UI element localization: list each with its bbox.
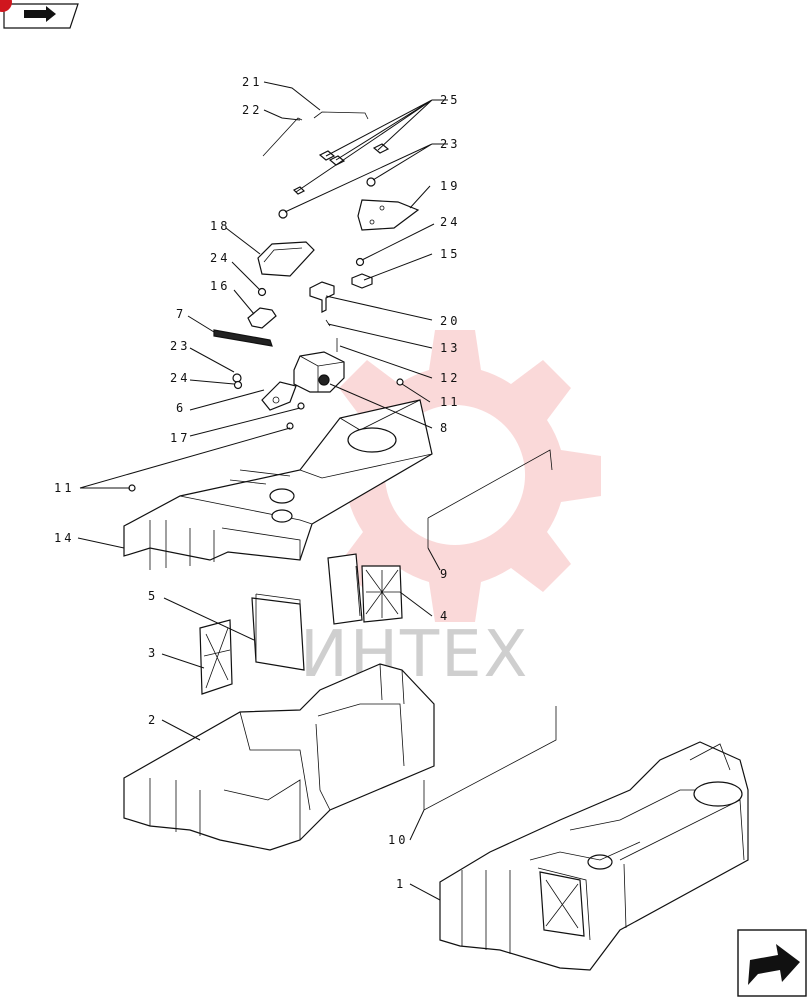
callout-16: 16	[210, 279, 230, 293]
callout-19: 19	[440, 179, 460, 193]
callout-24: 24	[440, 215, 460, 229]
callout-3: 3	[148, 646, 158, 660]
part-bracket-6	[261, 381, 297, 411]
callout-24: 24	[210, 251, 230, 265]
callout-1: 1	[396, 877, 406, 891]
part-strip-7	[213, 329, 273, 347]
callout-5: 5	[148, 589, 158, 603]
part-actuator-8	[293, 351, 345, 393]
next-page-arrow-icon[interactable]	[737, 929, 807, 997]
part-lever-16	[247, 307, 277, 329]
part-seal-10	[423, 706, 557, 811]
callout-17: 17	[170, 431, 190, 445]
callout-8: 8	[440, 421, 450, 435]
part-bushing-15	[351, 273, 373, 289]
callout-11: 11	[54, 481, 74, 495]
callout-20: 20	[440, 314, 460, 328]
part-assembly-1	[439, 741, 749, 971]
part-flap-19	[357, 199, 420, 231]
part-rod-21	[313, 111, 369, 120]
callout-22: 22	[242, 103, 262, 117]
callout-9: 9	[440, 567, 450, 581]
callout-12: 12	[440, 371, 460, 385]
callout-4: 4	[440, 609, 450, 623]
part-flap-18	[257, 241, 315, 277]
part-housing-2	[123, 663, 435, 851]
leader-lines	[77, 81, 448, 901]
callout-13: 13	[440, 341, 460, 355]
callout-15: 15	[440, 247, 460, 261]
callout-24: 24	[170, 371, 190, 385]
part-pin-13	[325, 319, 331, 327]
callout-11: 11	[440, 395, 460, 409]
callout-23: 23	[440, 137, 460, 151]
part-housing-cover-14	[123, 399, 433, 570]
callout-6: 6	[176, 401, 186, 415]
part-filter-4	[327, 553, 403, 625]
callout-7: 7	[176, 307, 186, 321]
watermark-gear-icon	[309, 330, 601, 622]
callout-25: 25	[440, 93, 460, 107]
callout-18: 18	[210, 219, 230, 233]
part-rod-22	[262, 117, 303, 157]
callout-21: 21	[242, 75, 262, 89]
callout-2: 2	[148, 713, 158, 727]
part-pivot-20	[309, 281, 335, 313]
callout-23: 23	[170, 339, 190, 353]
part-filter-3	[199, 619, 233, 695]
part-filter-5	[251, 593, 305, 671]
part-seal-9	[427, 449, 553, 548]
watermark-text: ИНТЕХ	[300, 618, 529, 692]
book-arrow-icon[interactable]	[0, 0, 79, 29]
callout-10: 10	[388, 833, 408, 847]
callout-14: 14	[54, 531, 74, 545]
callout-labels: 21 22 25 23 19 18 24 24 15 16 20 7 13 23…	[54, 75, 460, 891]
part-nuts-24	[233, 257, 365, 390]
